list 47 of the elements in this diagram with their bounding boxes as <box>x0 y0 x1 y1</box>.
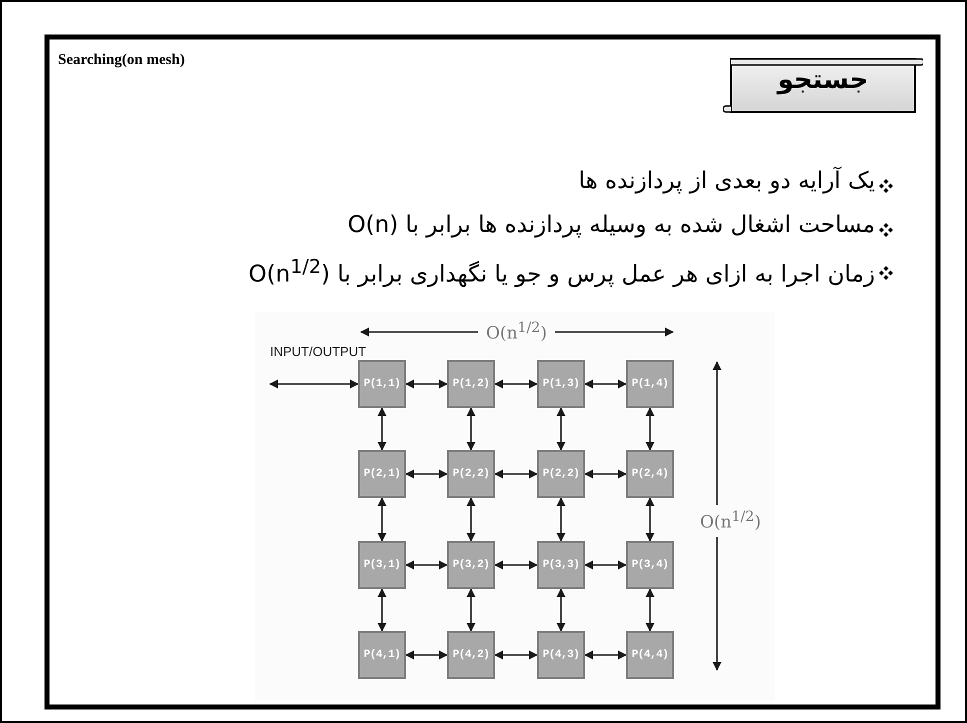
processor-box: P(3,2) <box>447 541 495 589</box>
port-label: INPUT/OUTPUT <box>270 344 366 359</box>
bullet-text: یک آرایه دو بعدی از پردازنده ها <box>578 168 875 194</box>
arrow <box>646 497 654 542</box>
arrow <box>405 560 448 570</box>
processor-box: P(1,2) <box>447 360 495 408</box>
processor-box: P(1,4) <box>626 360 674 408</box>
arrow <box>556 588 566 632</box>
arrow <box>584 560 627 570</box>
arrow <box>646 407 654 451</box>
arrow <box>646 588 654 632</box>
arrow <box>269 380 359 388</box>
arrow <box>494 560 538 570</box>
processor-box: P(2,2) <box>447 450 495 498</box>
arrow <box>584 650 627 660</box>
processor-box: P(1,1) <box>358 360 406 408</box>
arrow <box>556 407 566 451</box>
title: Searching(on mesh) <box>58 52 185 69</box>
processor-box: P(3,4) <box>626 541 674 589</box>
arrow <box>584 470 627 478</box>
processor-box: P(1,3) <box>537 360 585 408</box>
processor-box: P(4,2) <box>447 631 495 679</box>
processor-box: P(4,3) <box>537 631 585 679</box>
arrow <box>494 380 538 388</box>
processor-box: P(3,3) <box>537 541 585 589</box>
arrow <box>378 497 386 542</box>
arrow <box>378 407 386 451</box>
processor-box: P(2,4) <box>626 450 674 498</box>
arrow <box>584 380 627 388</box>
processor-box: P(2,2) <box>537 450 585 498</box>
arrow <box>494 650 538 660</box>
arrow <box>405 470 448 478</box>
processor-box: P(4,4) <box>626 631 674 679</box>
arrow <box>556 497 566 542</box>
arrow <box>405 650 448 660</box>
bullet-text: مساحت اشغال شده به وسیله پردازنده ها برابر با O(n) <box>348 212 875 238</box>
arrow <box>466 407 476 451</box>
dimension-label: O(n$^{1/2}$) <box>478 320 555 344</box>
processor-box: P(3,1) <box>358 541 406 589</box>
arrow <box>378 588 386 632</box>
arrow <box>466 588 476 632</box>
arrow <box>405 380 448 388</box>
processor-box: P(2,1) <box>358 450 406 498</box>
arrow <box>466 497 476 542</box>
dimension-label: O(n$^{1/2}$) <box>700 505 761 537</box>
arrow <box>494 470 538 478</box>
processor-box: P(4,1) <box>358 631 406 679</box>
